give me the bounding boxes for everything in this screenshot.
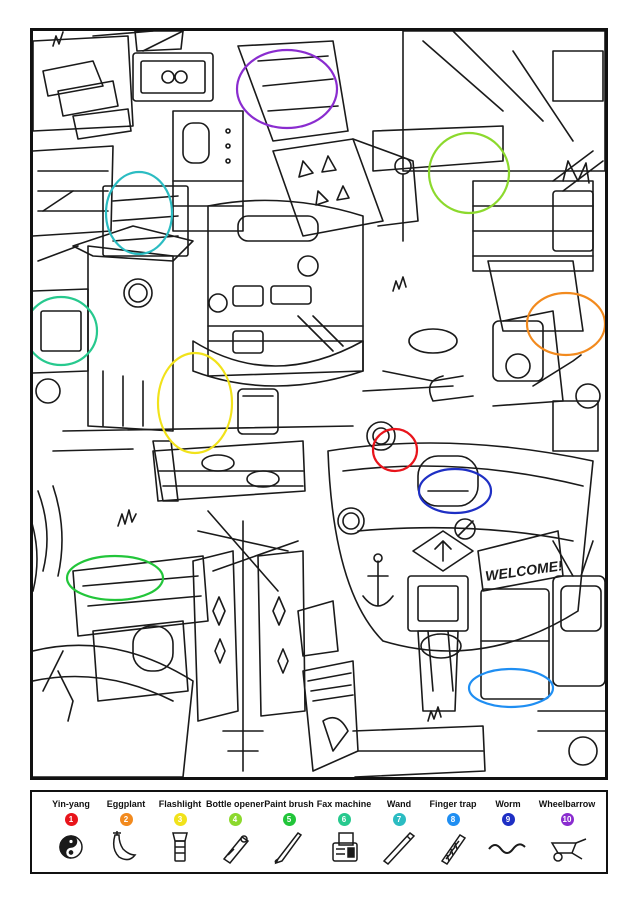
legend-item-label: Wheelbarrow — [538, 799, 596, 809]
legend-item-label: Finger trap — [429, 799, 477, 809]
marker-wand — [104, 170, 174, 256]
legend-item-worm[interactable]: Worm 9 — [473, 798, 543, 865]
legend-item-label: Eggplant — [106, 799, 146, 809]
legend-item-label: Flashlight — [158, 799, 202, 809]
legend-item-label: Bottle opener — [205, 799, 264, 809]
grass — [52, 31, 442, 722]
legend-item-number: 1 — [64, 813, 78, 826]
marker-finger-trap — [467, 667, 555, 709]
scooter — [297, 600, 359, 772]
item-legend: Yin-yang 1 Eggplant 2 Flashlight 3 Bottl… — [30, 790, 608, 874]
legend-item-bottle-opener[interactable]: Bottle opener 4 — [200, 798, 270, 865]
legend-item-label: Fax machine — [316, 799, 372, 809]
legend-item-fax-machine[interactable]: Fax machine 6 — [309, 798, 379, 865]
legend-item-finger-trap[interactable]: Finger trap 8 — [418, 798, 488, 865]
marker-paint-brush — [65, 554, 165, 602]
legend-item-flashlight[interactable]: Flashlight 3 — [145, 798, 215, 865]
legend-item-paint-brush[interactable]: Paint brush 5 — [254, 798, 324, 865]
legend-item-yin-yang[interactable]: Yin-yang 1 — [36, 798, 106, 865]
scene-drawing: WELCOME! — [33, 31, 605, 777]
wooden-table — [152, 388, 306, 502]
eggplant-icon — [112, 831, 137, 861]
legend-item-number: 9 — [501, 813, 515, 826]
legend-item-number: 2 — [119, 813, 133, 826]
marker-bottle-opener — [427, 131, 511, 215]
welcome-sign-text: WELCOME! — [484, 557, 564, 584]
legend-item-eggplant[interactable]: Eggplant 2 — [91, 798, 161, 865]
legend-item-wand[interactable]: Wand 7 — [364, 798, 434, 865]
found-markers — [33, 48, 605, 709]
shack-left — [33, 31, 214, 237]
birdhouse — [37, 185, 194, 432]
marker-eggplant — [525, 291, 605, 357]
bottom-planks — [352, 725, 486, 777]
wand-icon — [382, 831, 416, 865]
shack-right — [372, 31, 605, 272]
marker-worm — [417, 467, 493, 515]
legend-item-label: Worm — [495, 799, 521, 809]
legend-item-label: Wand — [386, 799, 412, 809]
legend-item-number: 6 — [337, 813, 351, 826]
worm-icon — [488, 843, 526, 854]
flashlight-icon — [172, 832, 188, 862]
marker-fax-machine — [33, 295, 99, 367]
marker-flashlight — [156, 351, 234, 455]
wheelbarrow-icon — [550, 838, 587, 862]
fax-machine-icon — [332, 832, 358, 862]
legend-item-label: Yin-yang — [52, 799, 90, 809]
ground — [52, 328, 464, 452]
marker-yin-yang — [371, 427, 419, 473]
trailer — [192, 199, 364, 387]
legend-item-number: 4 — [228, 813, 242, 826]
legend-item-wheelbarrow[interactable]: Wheelbarrow 10 — [532, 798, 602, 865]
tv-set — [537, 540, 605, 766]
puzzle-scene[interactable]: WELCOME! — [30, 28, 608, 780]
legend-item-label: Paint brush — [264, 799, 314, 809]
right-machines — [428, 160, 601, 452]
sign-area: WELCOME! — [407, 530, 564, 712]
legend-item-number: 3 — [173, 813, 187, 826]
paper-hanging — [237, 40, 419, 237]
yin-yang-icon — [59, 835, 83, 859]
boat — [327, 421, 594, 652]
legend-item-number: 10 — [560, 813, 574, 826]
bottom-left — [33, 485, 209, 777]
legend-item-number: 7 — [392, 813, 406, 826]
drying-rack — [192, 510, 306, 772]
marker-wheelbarrow — [235, 48, 339, 130]
bottle-opener-icon — [222, 835, 250, 865]
finger-trap-icon — [440, 833, 467, 865]
paint-brush-icon — [274, 831, 303, 865]
legend-item-number: 5 — [282, 813, 296, 826]
legend-item-number: 8 — [446, 813, 460, 826]
machine-left — [33, 288, 89, 404]
